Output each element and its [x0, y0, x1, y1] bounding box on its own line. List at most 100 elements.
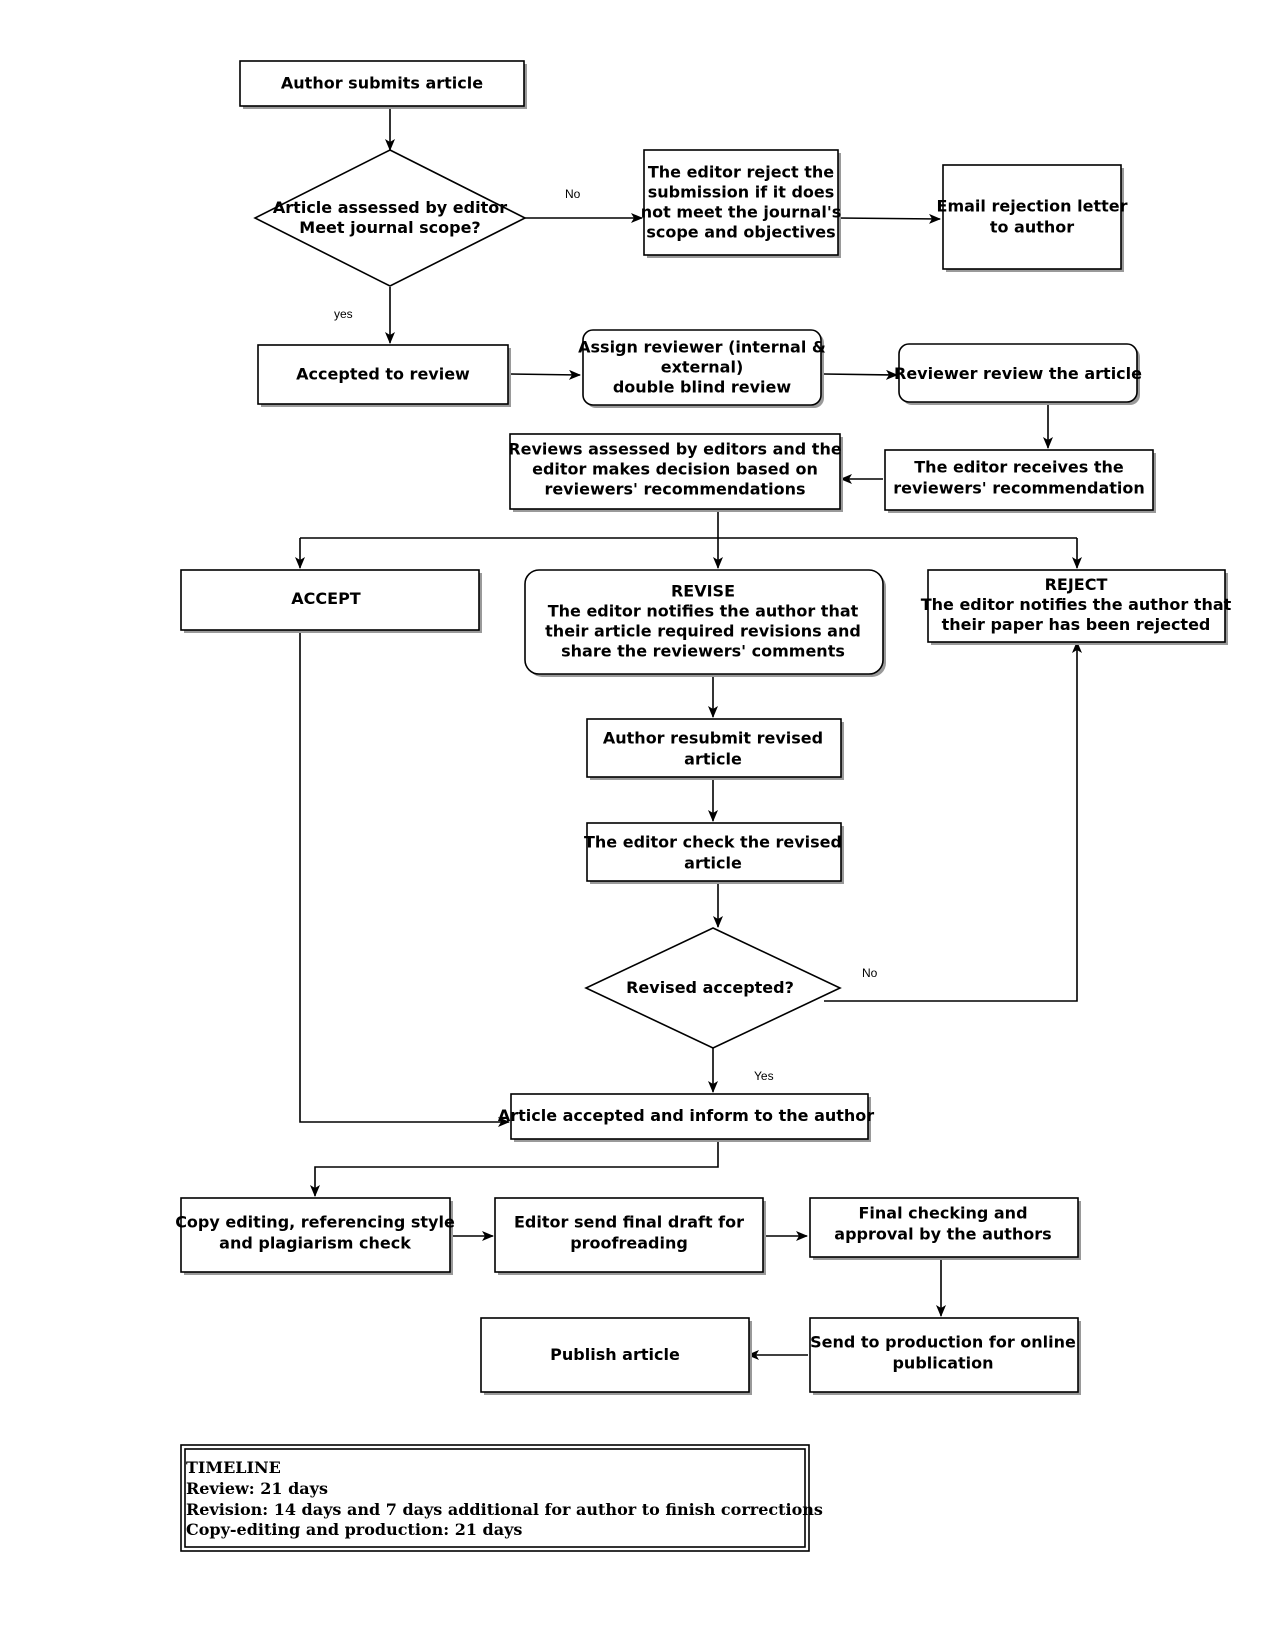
node-label-line: Email rejection letter — [937, 197, 1128, 216]
flow-node-email-rejection: Email rejection letter to author — [937, 164, 1128, 272]
node-label-line: Author resubmit revised — [603, 729, 823, 748]
flow-node-accept: ACCEPT — [180, 569, 482, 633]
timeline-revision: Revision: 14 days and 7 days additional … — [186, 1500, 823, 1519]
node-label-line: Publish article — [550, 1345, 680, 1364]
flow-node-article-accepted: Article accepted and inform to the autho… — [498, 1093, 874, 1142]
timeline-title: TIMELINE — [186, 1458, 281, 1477]
edge-label-revised-yes: Yes — [754, 1069, 774, 1083]
flow-node-copy-editing: Copy editing, referencing style and plagi… — [175, 1197, 455, 1275]
node-label-line: editor makes decision based on — [532, 460, 818, 479]
edge-label-revised-no: No — [862, 966, 878, 980]
flow-node-editor-receives: The editor receives the reviewers' recomm… — [884, 449, 1156, 513]
node-label-resubmit: Author resubmit revised article — [603, 729, 823, 769]
node-label-line: Accepted to review — [296, 365, 470, 384]
node-label-line: Copy editing, referencing style — [175, 1213, 455, 1232]
node-label-final-checking: Final checking and approval by the author… — [834, 1204, 1051, 1244]
node-label-line: not meet the journal's — [641, 203, 842, 222]
node-label-line: ACCEPT — [291, 589, 361, 608]
edge-reject-scope-to-email — [837, 213, 941, 224]
flow-node-send-production: Send to production for online publication — [809, 1317, 1081, 1395]
node-label-line: The editor check the revised — [584, 833, 842, 852]
node-label-line: Revised accepted? — [626, 978, 794, 997]
node-label-line: publication — [892, 1354, 993, 1373]
node-label-line: article — [684, 854, 742, 873]
node-label-line: The editor notifies the author that — [921, 595, 1232, 614]
flow-node-accepted-review: Accepted to review — [257, 344, 511, 407]
node-label-final-draft: Editor send final draft for proofreading — [514, 1213, 744, 1253]
node-label-line: to author — [990, 218, 1074, 237]
node-label-line: The editor notifies the author that — [548, 602, 859, 621]
edge-accepted-review-to-assign — [509, 369, 581, 380]
edge-accept-to-accepted — [299, 630, 510, 1127]
edge-assign-to-reviewer — [823, 369, 898, 380]
node-label-line: their article required revisions and — [545, 622, 861, 641]
node-label-accepted-review: Accepted to review — [296, 365, 470, 384]
flow-node-assign-reviewer: Assign reviewer (internal &external)doub… — [578, 329, 826, 408]
flow-node-editor-check: The editor check the revised article — [584, 822, 844, 884]
node-label-line: share the reviewers' comments — [561, 642, 845, 661]
node-label-line: and plagiarism check — [219, 1234, 411, 1253]
timeline-copy-editing: Copy-editing and production: 21 days — [186, 1520, 522, 1539]
timeline-box: TIMELINE Review: 21 days Revision: 14 da… — [180, 1444, 823, 1552]
node-label-assign-reviewer: Assign reviewer (internal &external)doub… — [578, 338, 826, 397]
node-label-line: submission if it does — [648, 183, 835, 202]
node-label-line: The editor receives the — [914, 458, 1124, 477]
node-label-line: The editor reject the — [648, 163, 834, 182]
edge-labels: No yes No Yes — [334, 187, 878, 1083]
node-label-send-production: Send to production for online publication — [810, 1333, 1076, 1373]
node-label-line: Assign reviewer (internal & — [578, 338, 826, 357]
node-label-line: external) — [661, 358, 744, 377]
node-label-line: Reviews assessed by editors and the — [508, 440, 842, 459]
node-label-line: Author submits article — [281, 74, 483, 93]
node-label-line: Article assessed by editor — [273, 198, 507, 217]
node-label-line: Reviewer review the article — [894, 364, 1142, 383]
flow-node-resubmit: Author resubmit revised article — [586, 718, 844, 780]
flow-decision-revised-accepted: Revised accepted? — [584, 927, 842, 1049]
node-label-line: approval by the authors — [834, 1225, 1051, 1244]
flow-node-reviewer-review: Reviewer review the article — [894, 343, 1142, 405]
edge-accepted-to-copy-editing — [310, 1138, 719, 1197]
timeline-review: Review: 21 days — [186, 1479, 328, 1498]
connectors — [295, 105, 1082, 1360]
node-label-line: REJECT — [1045, 575, 1108, 594]
node-label-line: Meet journal scope? — [299, 218, 480, 237]
edge-label-scope-no: No — [565, 187, 581, 201]
node-label-reviewer-review: Reviewer review the article — [894, 364, 1142, 383]
node-label-line: double blind review — [613, 378, 792, 397]
flow-node-final-draft: Editor send final draft for proofreading — [494, 1197, 766, 1275]
node-label-editor-receives: The editor receives the reviewers' recomm… — [893, 458, 1145, 498]
node-label-line: Article accepted and inform to the autho… — [498, 1106, 874, 1125]
node-label-revised-decision: Revised accepted? — [626, 978, 794, 997]
node-label-line: scope and objectives — [646, 223, 835, 242]
node-label-line: reviewers' recommendation — [893, 479, 1145, 498]
edge-revised-no-to-reject — [824, 641, 1082, 1002]
flow-node-publish: Publish article — [480, 1317, 752, 1395]
node-label-line: Final checking and — [858, 1204, 1027, 1223]
node-label-publish: Publish article — [550, 1345, 680, 1364]
node-label-line: reviewers' recommendations — [544, 480, 805, 499]
edge-label-scope-yes: yes — [334, 307, 353, 321]
node-label-line: Send to production for online — [810, 1333, 1076, 1352]
flow-node-author-submits: Author submits article — [239, 60, 527, 109]
node-label-line: proofreading — [570, 1234, 688, 1253]
node-label-accept: ACCEPT — [291, 589, 361, 608]
node-label-article-accepted: Article accepted and inform to the autho… — [498, 1106, 874, 1125]
node-label-copy-editing: Copy editing, referencing style and plagi… — [175, 1213, 455, 1253]
node-label-line: Editor send final draft for — [514, 1213, 744, 1232]
node-label-editor-check: The editor check the revised article — [584, 833, 842, 873]
node-label-line: their paper has been rejected — [942, 615, 1211, 634]
node-label-line: article — [684, 750, 742, 769]
node-label-email-rejection: Email rejection letter to author — [937, 197, 1128, 237]
flow-node-final-checking: Final checking and approval by the author… — [809, 1197, 1081, 1260]
